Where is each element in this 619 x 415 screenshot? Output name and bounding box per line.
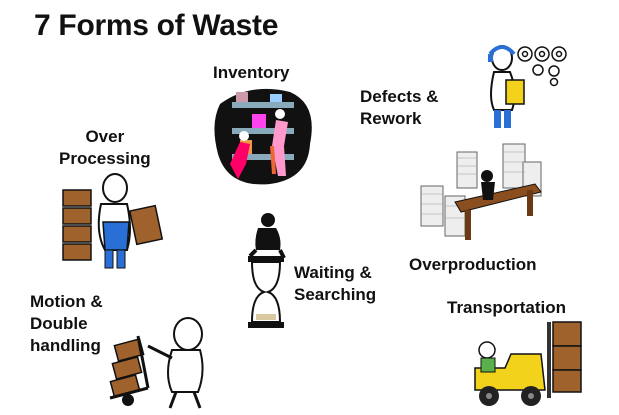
defects-rework-label: Defects & Rework bbox=[360, 87, 439, 128]
inventory-shelves-icon bbox=[214, 88, 312, 185]
waiting-searching-label: Waiting & Searching bbox=[294, 263, 377, 304]
overproduction-label: Overproduction bbox=[409, 255, 537, 274]
hourglass-person-icon bbox=[248, 213, 286, 328]
transportation-label: Transportation bbox=[447, 298, 567, 317]
inspector-gears-icon bbox=[488, 45, 567, 128]
worker-boxes-icon bbox=[62, 173, 164, 269]
hand-truck-icon bbox=[109, 317, 204, 409]
over-processing-label: Over Processing bbox=[59, 127, 151, 168]
forklift-icon bbox=[474, 321, 582, 406]
page-title: 7 Forms of Waste bbox=[34, 9, 279, 42]
motion-double-handling-label: Motion & Double handling bbox=[30, 292, 103, 355]
inventory-label: Inventory bbox=[213, 63, 290, 82]
paper-stacks-desk-icon bbox=[420, 143, 542, 240]
